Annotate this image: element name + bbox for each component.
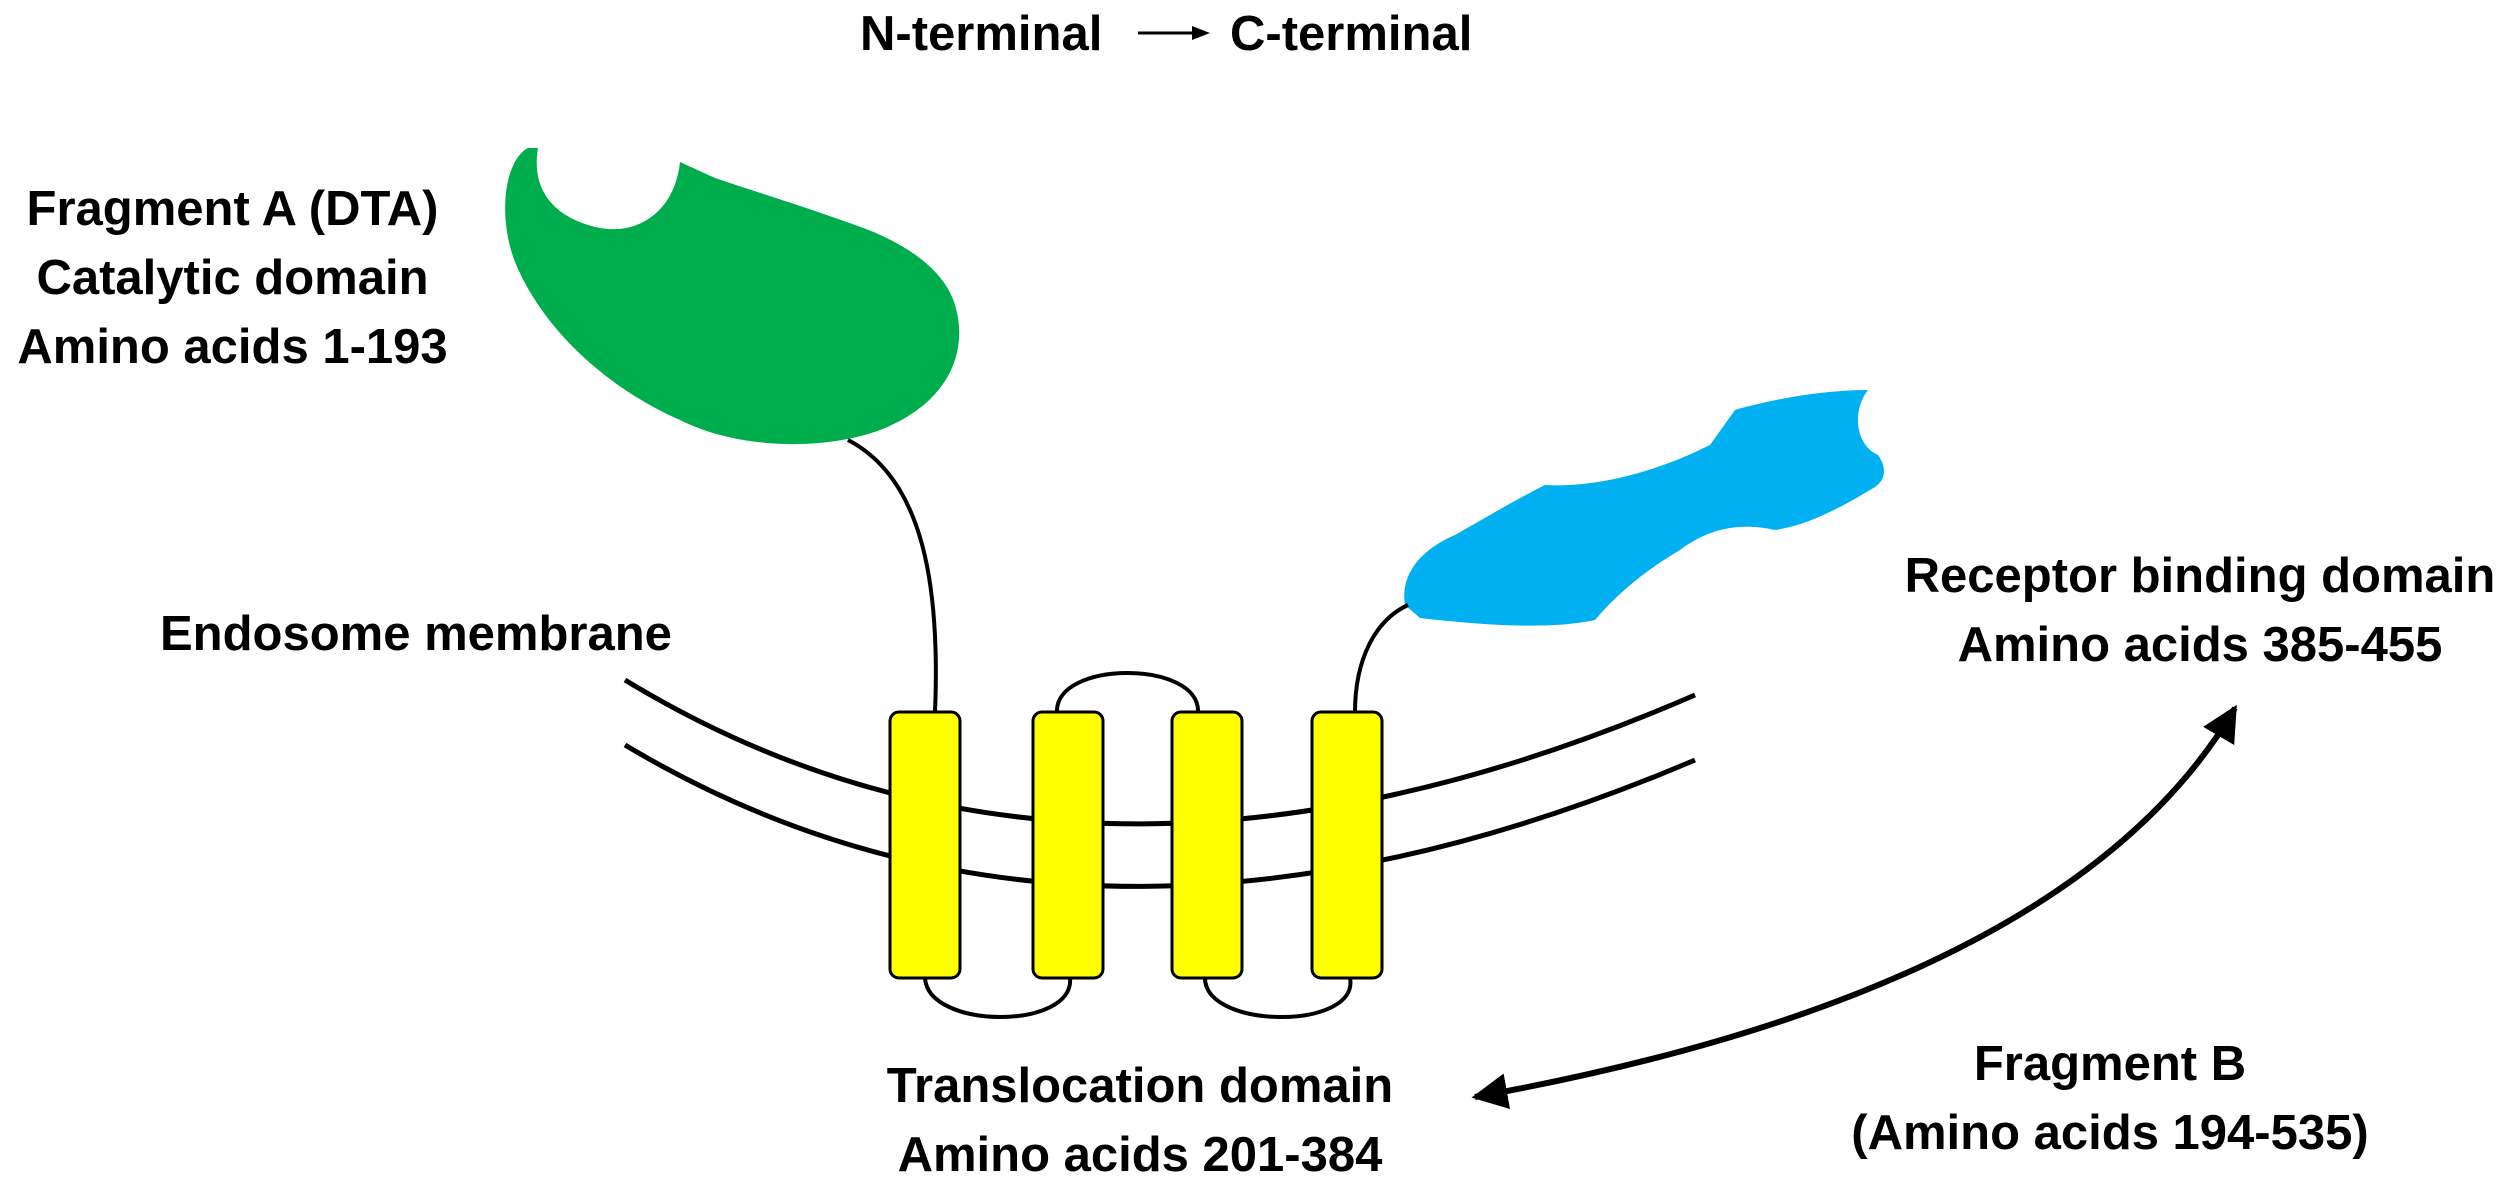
membrane-inner-line xyxy=(623,742,1696,889)
catalytic-linker xyxy=(847,438,938,713)
translocation-domain-label: Translocation domain Amino acids 201-384 xyxy=(886,1059,1394,1182)
helix-1 xyxy=(888,710,962,980)
helix-4 xyxy=(1310,710,1384,980)
helix-3 xyxy=(1170,710,1244,980)
helix-loop-bottom-left xyxy=(923,977,1073,1019)
n-terminal-label: N-terminal xyxy=(860,7,1103,61)
membrane-outer-line xyxy=(623,677,1696,827)
fragment-b-arrow xyxy=(1471,704,2238,1109)
direction-arrowhead xyxy=(1192,26,1210,40)
catalytic-domain-shape xyxy=(505,148,960,445)
receptor-binding-domain-shape xyxy=(1404,390,1884,626)
helix-2 xyxy=(1031,710,1105,980)
fragment-a-label: Fragment A (DTA) Catalytic domain Amino … xyxy=(17,182,448,374)
receptor-linker xyxy=(1353,603,1409,713)
endosome-membrane-label: Endosome membrane xyxy=(160,607,672,661)
helix-loop-top xyxy=(1054,671,1201,713)
fragment-b-label: Fragment B (Amino acids 194-535) xyxy=(1851,1037,2369,1160)
receptor-binding-domain-label: Receptor binding domain Amino acids 385-… xyxy=(1904,549,2496,672)
c-terminal-label: C-terminal xyxy=(1230,7,1473,61)
helix-loop-bottom-right xyxy=(1203,977,1353,1019)
